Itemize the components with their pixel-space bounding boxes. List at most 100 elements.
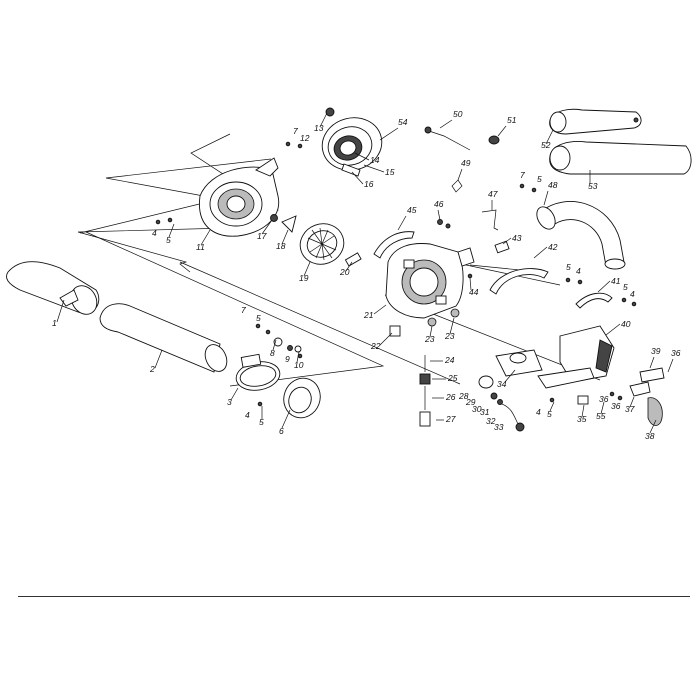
leader-p48 — [543, 190, 549, 206]
callout-p46: 46 — [434, 199, 444, 209]
callout-p48: 48 — [548, 180, 558, 190]
callout-p18: 18 — [276, 241, 286, 251]
part-43-plate — [494, 240, 510, 254]
part-11-volute-housing — [199, 157, 280, 237]
callout-p36a: 36 — [599, 394, 609, 404]
part-53-long-nozzle — [549, 141, 692, 175]
callout-p7c: 7 — [520, 170, 525, 180]
leader-p10 — [296, 351, 300, 363]
leader-p21 — [373, 304, 387, 315]
callout-p2: 2 — [149, 364, 155, 374]
part-42-handle-cover — [489, 268, 549, 295]
callout-p42: 42 — [548, 242, 558, 252]
callout-p23b: 23 — [444, 331, 455, 341]
part-45-handle-cover — [373, 231, 415, 259]
callout-p36c: 36 — [671, 348, 681, 358]
callout-p36b: 36 — [611, 401, 621, 411]
callout-p44: 44 — [469, 287, 479, 297]
part-37-38-grip — [629, 381, 663, 426]
callout-p5d: 5 — [547, 409, 552, 419]
callout-p15: 15 — [385, 167, 395, 177]
part-28-33-ignition — [478, 375, 525, 432]
callout-p21: 21 — [363, 310, 374, 320]
callout-p5c: 5 — [256, 313, 261, 323]
leader-p11 — [200, 229, 211, 246]
callout-p7b: 7 — [293, 126, 298, 136]
leader-p54 — [379, 127, 399, 141]
callout-numbers: 1234545675891071213541415161117181920212… — [52, 109, 681, 441]
part-1-outer-tube — [6, 261, 100, 315]
callout-p5a: 5 — [166, 235, 171, 245]
part-3-clamp-ring — [235, 353, 281, 391]
callout-p5b: 5 — [259, 417, 264, 427]
leader-p23a — [429, 325, 433, 338]
leader-p50 — [439, 119, 453, 129]
leader-p34 — [504, 369, 516, 383]
callout-p34: 34 — [497, 379, 507, 389]
callout-p24: 24 — [444, 355, 455, 365]
callout-p4a: 4 — [152, 228, 157, 238]
callout-p35: 35 — [577, 414, 587, 424]
callout-p22: 22 — [370, 341, 381, 351]
callout-p53: 53 — [588, 181, 598, 191]
part-21-engine-housing — [385, 243, 475, 319]
callout-p31: 31 — [480, 407, 490, 417]
callout-p13: 13 — [314, 123, 324, 133]
callout-p41: 41 — [611, 276, 621, 286]
leader-p13 — [319, 112, 328, 128]
leader-p37 — [629, 396, 635, 408]
callout-p52: 52 — [541, 140, 551, 150]
callout-p28: 28 — [458, 391, 469, 401]
callout-p5e: 5 — [623, 282, 628, 292]
part-46-49-throttle — [437, 179, 499, 231]
leader-p22 — [379, 332, 393, 346]
callout-p29: 29 — [465, 397, 476, 407]
callout-p49: 49 — [461, 158, 471, 168]
callout-p47: 47 — [488, 189, 498, 199]
leader-p46 — [437, 209, 441, 221]
callout-p30: 30 — [472, 404, 482, 414]
callout-p8: 8 — [270, 348, 275, 358]
callout-p5g: 5 — [537, 174, 542, 184]
part-40-rear-handle — [537, 325, 615, 389]
part-24-27-stack — [419, 355, 431, 427]
part-51-nut — [488, 135, 500, 145]
callout-p51: 51 — [507, 115, 517, 125]
callout-p23a: 23 — [424, 334, 435, 344]
leader-p41 — [597, 280, 611, 293]
part-41-handle-cover — [575, 292, 613, 309]
leader-p52 — [545, 129, 554, 145]
small-screws — [155, 141, 637, 407]
part-17-18-fan — [270, 214, 297, 233]
leader-p2 — [154, 349, 163, 369]
callout-p4e: 4 — [576, 266, 581, 276]
callout-p5f: 5 — [566, 262, 571, 272]
callout-p55: 55 — [596, 411, 606, 421]
callout-p14: 14 — [370, 155, 380, 165]
part-13-16-starter — [321, 107, 383, 177]
part-48-elbow — [536, 201, 626, 270]
leader-p49 — [457, 168, 463, 181]
callout-p9: 9 — [285, 354, 290, 364]
leader-lines — [56, 112, 674, 434]
leader-p5d — [549, 401, 555, 412]
callout-p11: 11 — [196, 242, 205, 252]
callout-p38: 38 — [645, 431, 655, 441]
leader-p38 — [649, 419, 657, 434]
leader-p44 — [469, 277, 472, 291]
part-20-spacer — [344, 252, 362, 267]
callout-p16: 16 — [364, 179, 374, 189]
callout-p20: 20 — [339, 267, 350, 277]
callout-p40: 40 — [621, 319, 631, 329]
callout-p10: 10 — [294, 360, 304, 370]
callout-p7a: 7 — [241, 305, 246, 315]
callout-p54: 54 — [398, 117, 408, 127]
leader-p6 — [281, 409, 291, 429]
part-39-bracket — [639, 367, 665, 383]
leader-p51 — [497, 125, 507, 137]
callout-p45: 45 — [407, 205, 417, 215]
leader-p18 — [281, 229, 289, 245]
part-50-lever — [424, 126, 471, 151]
callout-p17: 17 — [257, 231, 267, 241]
